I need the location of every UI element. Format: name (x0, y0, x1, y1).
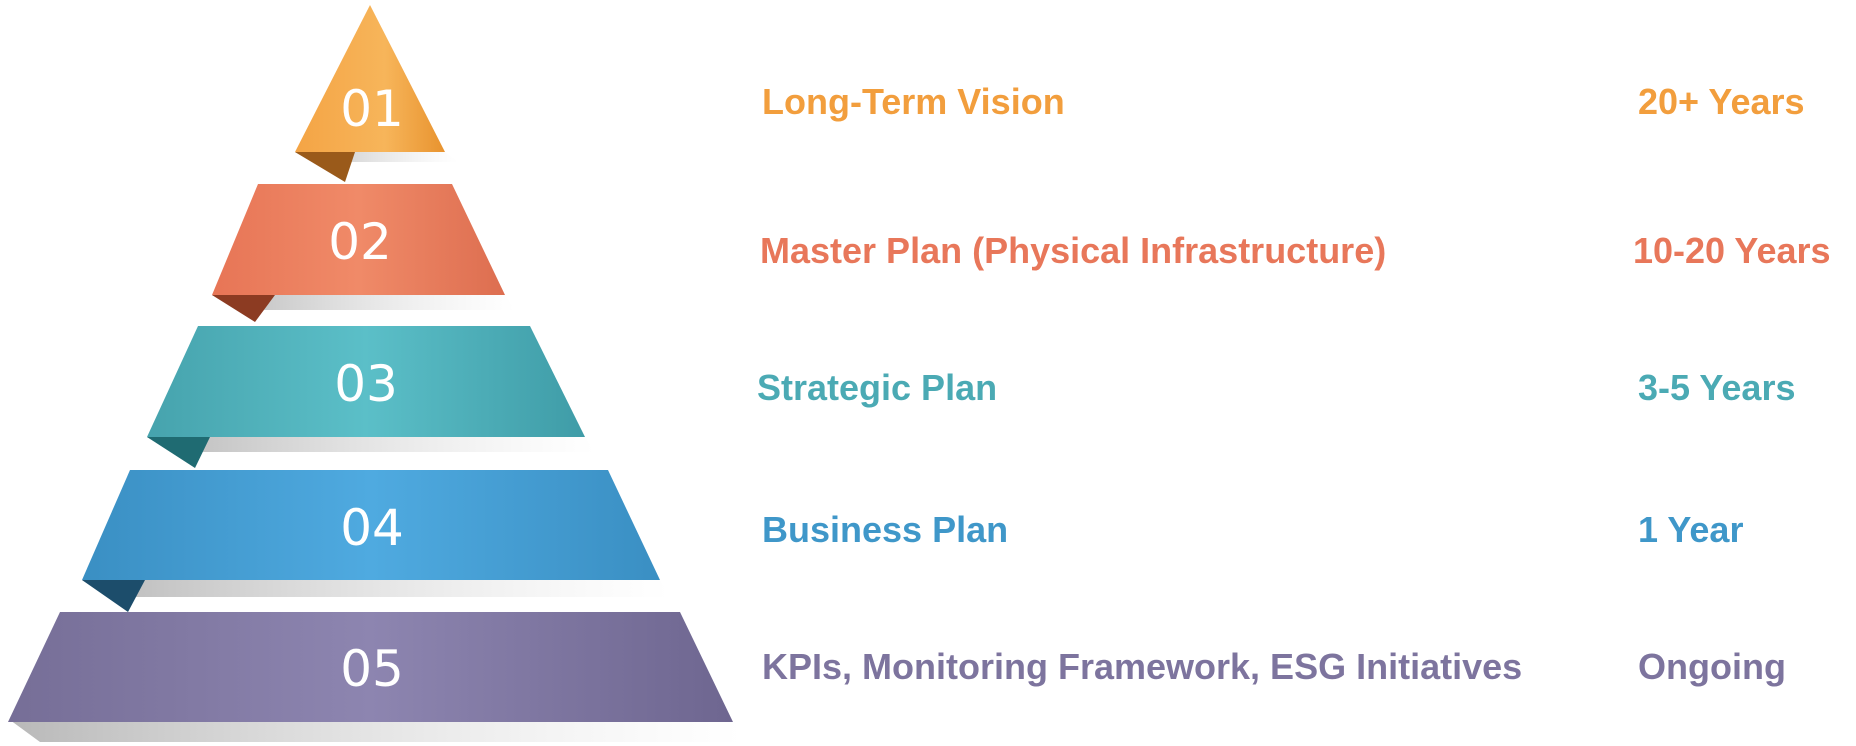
tier-2-number: 02 (328, 213, 392, 271)
tier-2-shape: 02 (212, 184, 515, 322)
tier-1-duration: 20+ Years (1638, 81, 1805, 122)
tier-1-label: Long-Term Vision (762, 81, 1065, 122)
tier-5-number: 05 (340, 640, 404, 698)
tier-5-shape: 05 (8, 612, 742, 742)
tier-4-label: Business Plan (762, 509, 1009, 550)
pyramid-diagram: 01 02 03 04 05 (8, 5, 742, 742)
tier-3-number: 03 (334, 355, 398, 413)
tier-2-label: Master Plan (Physical Infrastructure) (760, 230, 1387, 271)
tier-5-duration: Ongoing (1638, 646, 1786, 687)
tier-1-shape: 01 (295, 5, 458, 182)
tier-3-duration: 3-5 Years (1638, 367, 1796, 408)
tier-3-label: Strategic Plan (757, 367, 998, 408)
tier-5-label: KPIs, Monitoring Framework, ESG Initiati… (762, 646, 1523, 687)
tier-4-number: 04 (340, 499, 404, 557)
tier-4-duration: 1 Year (1638, 509, 1744, 550)
tier-4-shape: 04 (82, 470, 670, 612)
tier-3-shape: 03 (147, 326, 595, 468)
tier-1-number: 01 (340, 80, 404, 138)
tier-2-duration: 10-20 Years (1633, 230, 1831, 271)
